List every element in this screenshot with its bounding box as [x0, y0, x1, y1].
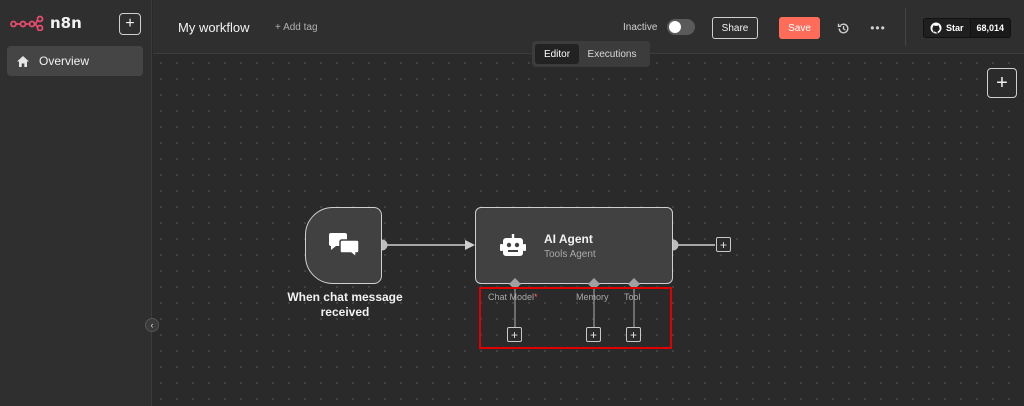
sidebar-item-overview[interactable]: Overview — [7, 46, 143, 76]
sidebar: n8n + Overview — [0, 0, 152, 406]
active-toggle[interactable] — [667, 19, 695, 35]
plus-icon: + — [589, 327, 597, 342]
chat-trigger-node[interactable] — [305, 207, 382, 284]
share-button[interactable]: Share — [712, 17, 758, 39]
status-label: Inactive — [623, 22, 658, 33]
plus-icon: + — [719, 237, 727, 252]
github-star-widget[interactable]: Star 68,014 — [923, 18, 1012, 38]
github-star-count: 68,014 — [970, 18, 1012, 38]
add-node-button[interactable]: + — [987, 68, 1017, 98]
chat-model-label-text: Chat Model — [488, 292, 535, 302]
workflow-name[interactable]: My workflow — [178, 20, 250, 35]
agent-node-subtitle: Tools Agent — [544, 249, 596, 260]
header-divider — [905, 8, 906, 46]
sub-inputs-highlight — [479, 287, 672, 349]
chat-bubbles-icon — [328, 232, 360, 259]
tab-executions[interactable]: Executions — [587, 48, 637, 60]
history-icon — [837, 22, 848, 33]
more-options-button[interactable]: ••• — [869, 19, 887, 37]
add-tool-button[interactable]: + — [626, 327, 641, 342]
save-button[interactable]: Save — [779, 17, 820, 39]
ai-agent-node[interactable]: AI Agent Tools Agent — [475, 207, 673, 284]
connection-arrow-icon — [465, 240, 475, 250]
collapse-sidebar-button[interactable]: ‹ — [145, 318, 159, 332]
view-tabs: Editor Executions — [532, 41, 650, 67]
plus-icon: + — [510, 327, 518, 342]
github-star-button[interactable]: Star — [923, 18, 971, 38]
github-star-label: Star — [946, 23, 964, 33]
new-workflow-button[interactable]: + — [119, 13, 141, 35]
add-tag-link[interactable]: + Add tag — [275, 22, 318, 33]
brand[interactable]: n8n — [10, 14, 82, 32]
add-next-node-button[interactable]: + — [716, 237, 731, 252]
github-icon — [930, 22, 942, 34]
n8n-logo-icon — [10, 15, 44, 31]
brand-name: n8n — [50, 14, 82, 32]
robot-icon — [500, 234, 526, 256]
chat-model-label: Chat Model* — [488, 292, 538, 302]
plus-icon: + — [629, 327, 637, 342]
sidebar-item-label: Overview — [39, 54, 90, 68]
tool-label: Tool — [624, 292, 641, 302]
add-chat-model-button[interactable]: + — [507, 327, 522, 342]
trigger-node-label: When chat message received — [287, 290, 403, 319]
agent-node-title: AI Agent — [544, 232, 593, 246]
history-button[interactable] — [834, 19, 852, 37]
required-mark: * — [534, 292, 538, 302]
tab-editor[interactable]: Editor — [535, 44, 579, 64]
memory-label: Memory — [576, 292, 609, 302]
home-icon — [17, 55, 29, 67]
ellipsis-icon: ••• — [870, 21, 886, 35]
add-memory-button[interactable]: + — [586, 327, 601, 342]
